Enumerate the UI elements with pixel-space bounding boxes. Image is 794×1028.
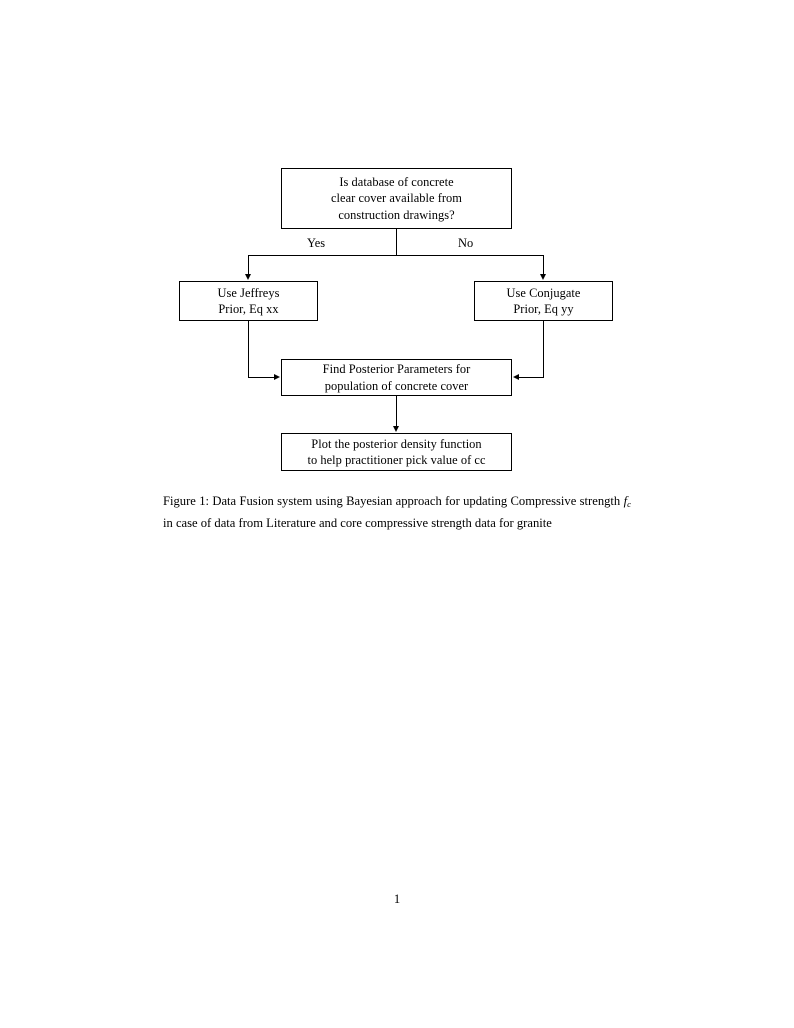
edge-conjugate-left: [519, 377, 544, 378]
flowchart-node-find-posterior: Find Posterior Parameters for population…: [281, 359, 512, 396]
node-question-line-3: construction drawings?: [338, 207, 455, 222]
edge-posterior-to-plot: [396, 396, 397, 427]
caption-part-2: in case of data from Literature and core…: [163, 515, 552, 530]
node-plot-line-1: Plot the posterior density function: [311, 436, 482, 451]
arrowhead-plot-down-icon: [392, 426, 399, 432]
arrowhead-jeffreys-right-icon: [274, 374, 280, 380]
edge-label-yes: Yes: [305, 236, 328, 250]
node-posterior-line-1: Find Posterior Parameters for: [322, 362, 471, 376]
flowchart-node-conjugate-prior: Use Conjugate Prior, Eq yy: [474, 281, 613, 321]
caption-symbol-base: f: [623, 494, 628, 508]
edge-jeffreys-right: [248, 377, 274, 378]
node-question-line-1: Is database of concrete: [339, 174, 454, 189]
arrowhead-conjugate-left-icon: [513, 374, 519, 380]
edge-label-no: No: [456, 236, 476, 250]
flowchart-node-plot-density: Plot the posterior density function to h…: [281, 433, 512, 471]
edge-conjugate-down: [543, 321, 544, 378]
flowchart-node-question: Is database of concrete clear cover avai…: [281, 168, 512, 229]
page-number: 1: [393, 892, 401, 906]
node-jeffreys-line-1: Use Jeffreys: [217, 285, 280, 300]
edge-split-bar: [248, 255, 544, 256]
node-conjugate-line-2: Prior, Eq yy: [513, 302, 574, 316]
node-jeffreys-line-2: Prior, Eq xx: [218, 302, 279, 316]
flowchart-figure: Is database of concrete clear cover avai…: [0, 0, 794, 490]
figure-caption: Figure 1: Data Fusion system using Bayes…: [163, 492, 631, 532]
edge-no-drop: [543, 255, 544, 275]
caption-symbol: fc: [623, 494, 631, 509]
node-posterior-line-2: population of concrete cover: [324, 378, 469, 393]
caption-prefix: Figure 1:: [163, 494, 210, 508]
arrowhead-no-down-icon: [539, 274, 546, 280]
edge-yes-drop: [248, 255, 249, 275]
node-conjugate-line-1: Use Conjugate: [506, 285, 581, 300]
edge-jeffreys-down: [248, 321, 249, 378]
arrowhead-yes-down-icon: [244, 274, 251, 280]
caption-symbol-subscript: c: [627, 498, 631, 509]
edge-question-stem: [396, 229, 397, 256]
node-plot-line-2: to help practitioner pick value of cc: [307, 453, 486, 467]
flowchart-node-jeffreys-prior: Use Jeffreys Prior, Eq xx: [179, 281, 318, 321]
node-question-line-2: clear cover available from: [331, 191, 462, 206]
caption-part-1: Data Fusion system using Bayesian approa…: [212, 494, 621, 508]
